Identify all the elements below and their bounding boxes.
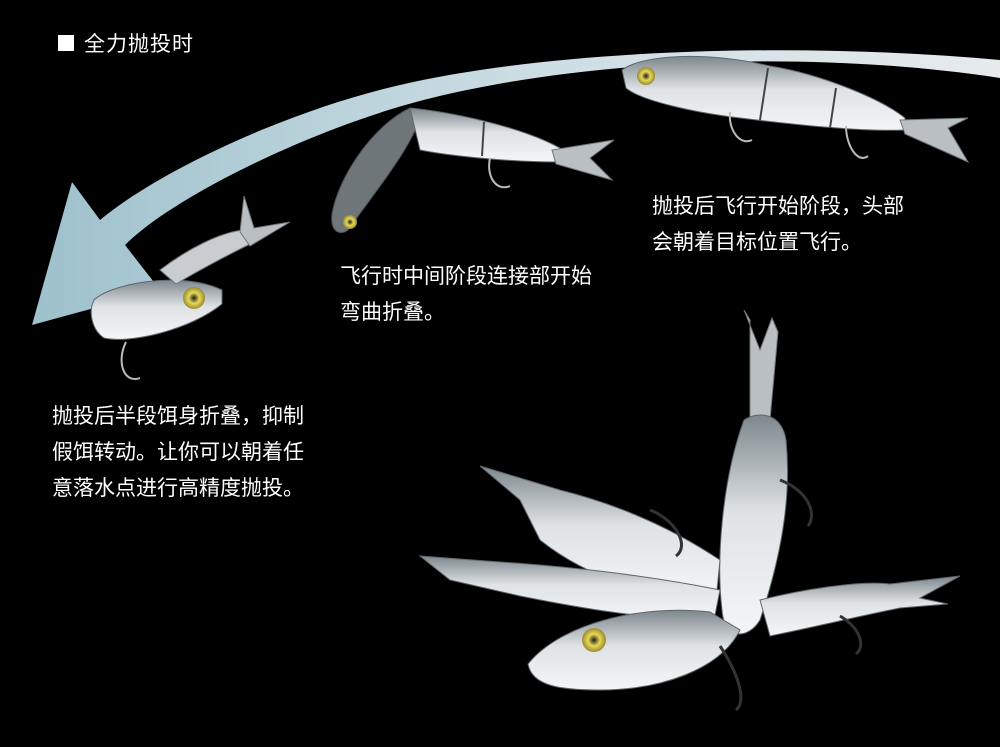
caption-line: 弯曲折叠。 [340,300,445,324]
caption-line: 会朝着目标位置飞行。 [652,230,862,254]
section-title: 全力抛投时 [84,32,194,56]
square-bullet-icon [58,35,74,51]
caption-line: 抛投后半段饵身折叠，抑制 [52,404,304,428]
caption-stage-start: 抛投后飞行开始阶段，头部 会朝着目标位置飞行。 [652,188,904,260]
caption-line: 抛投后飞行开始阶段，头部 [652,194,904,218]
caption-line: 飞行时中间阶段连接部开始 [340,264,592,288]
caption-line: 假饵转动。让你可以朝着任 [52,440,304,464]
section-header: 全力抛投时 [58,28,194,58]
lure-stage-start [621,56,970,164]
lure-stage-middle [331,107,615,234]
caption-stage-end: 抛投后半段饵身折叠，抑制 假饵转动。让你可以朝着任 意落水点进行高精度抛投。 [52,398,304,506]
caption-stage-middle: 飞行时中间阶段连接部开始 弯曲折叠。 [340,258,592,330]
lure-composite-cluster [418,309,961,712]
caption-line: 意落水点进行高精度抛投。 [52,476,304,500]
lure-stage-end [90,195,291,380]
